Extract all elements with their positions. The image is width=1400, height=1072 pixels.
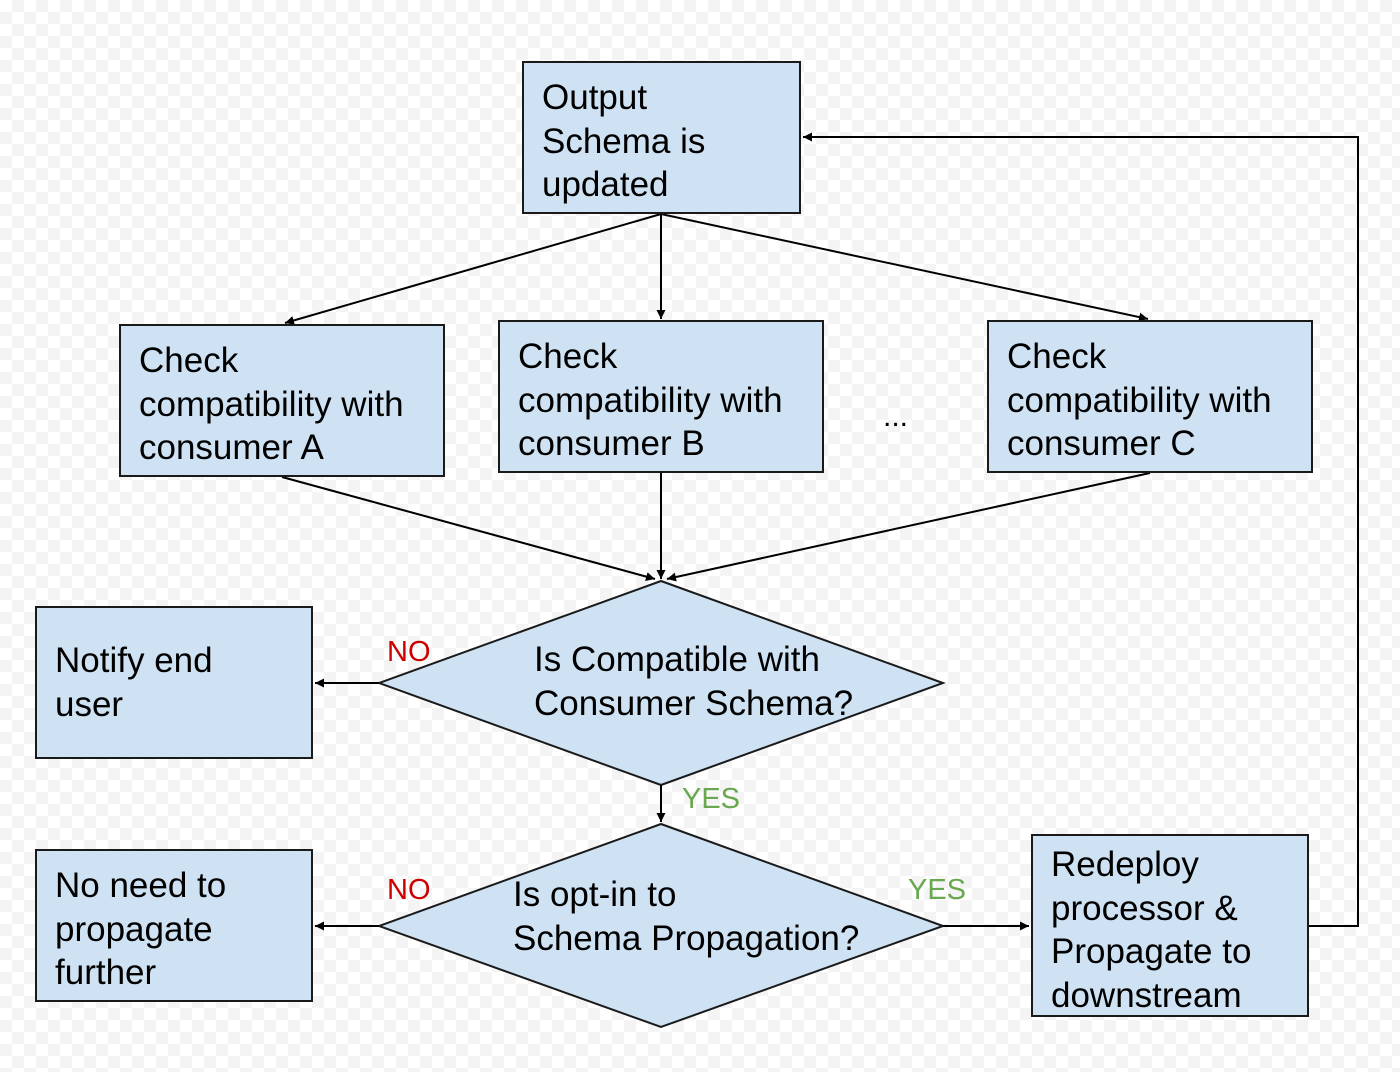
arrow-check-a-to-decision — [281, 476, 656, 581]
optin-no-label: NO — [387, 874, 431, 906]
node-check-consumer-b-label: Check compatibility with consumer B — [518, 337, 783, 463]
node-notify-end-user-label: Notify end user — [55, 641, 213, 724]
compatible-yes-label: YES — [682, 783, 741, 815]
optin-yes-label: YES — [908, 874, 967, 906]
arrow-check-c-to-decision — [666, 472, 1151, 582]
node-no-need-to-propagate-label: No need to propagate further — [55, 866, 227, 992]
node-redeploy-processor-label: Redeploy processor & Propagate to downst… — [1051, 845, 1252, 1015]
node-output-schema-updated: Output Schema is updated — [522, 61, 801, 214]
arrow-output-to-check-c — [660, 213, 1149, 322]
arrow-output-to-check-a — [284, 213, 662, 325]
node-output-schema-updated-label: Output Schema is updated — [542, 78, 706, 204]
decision-optin-label: Is opt-in to Schema Propagation? — [513, 875, 860, 958]
compatible-no-label: NO — [387, 636, 431, 668]
decision-compatible-label: Is Compatible with Consumer Schema? — [534, 640, 854, 723]
node-check-consumer-c: Check compatibility with consumer C — [987, 320, 1313, 473]
more-consumers-ellipsis: ... — [883, 400, 909, 433]
node-notify-end-user: Notify end user — [35, 606, 313, 759]
decision-optin-shape — [376, 822, 946, 1029]
arrow-redeploy-loop — [803, 132, 1359, 927]
node-check-consumer-c-label: Check compatibility with consumer C — [1007, 337, 1272, 463]
node-redeploy-processor: Redeploy processor & Propagate to downst… — [1031, 834, 1309, 1017]
node-check-consumer-a: Check compatibility with consumer A — [119, 324, 445, 477]
node-check-consumer-b: Check compatibility with consumer B — [498, 320, 824, 473]
node-check-consumer-a-label: Check compatibility with consumer A — [139, 341, 404, 467]
node-no-need-to-propagate: No need to propagate further — [35, 849, 313, 1002]
